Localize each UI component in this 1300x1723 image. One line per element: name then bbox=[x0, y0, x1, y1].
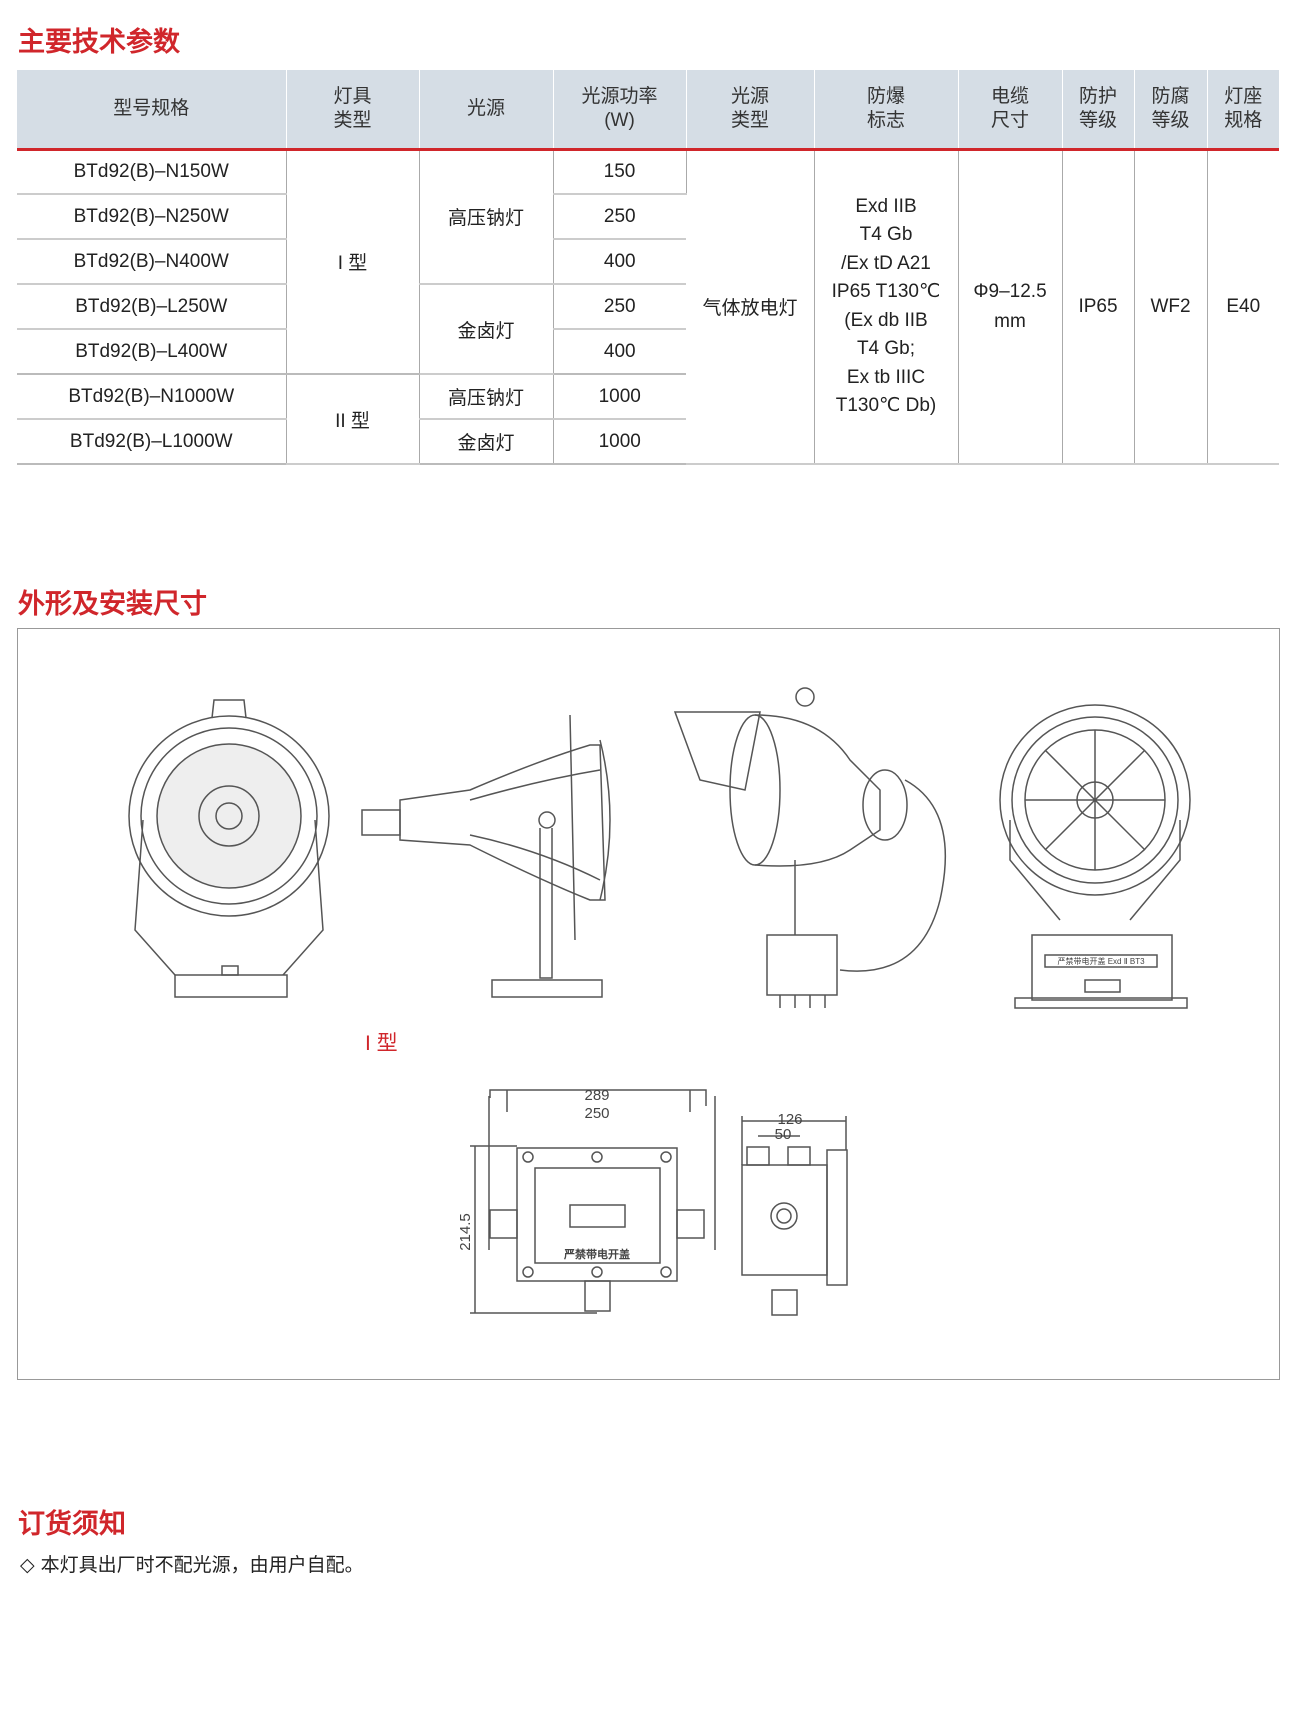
power: 400 bbox=[553, 239, 686, 285]
dims-title: 外形及安装尺寸 bbox=[18, 589, 207, 620]
model: BTd92(B)–L250W bbox=[17, 284, 287, 330]
model: BTd92(B)–L400W bbox=[17, 329, 287, 375]
anticorrosion: WF2 bbox=[1134, 149, 1208, 465]
model: BTd92(B)–N1000W bbox=[17, 374, 287, 420]
th-cable: 电缆 尺寸 bbox=[958, 70, 1063, 151]
dim-250: 250 bbox=[584, 1105, 609, 1122]
model: BTd92(B)–N250W bbox=[17, 194, 287, 240]
table-row: BTd92(B)–N150W I 型 高压钠灯 150 气体放电灯 Exd II… bbox=[17, 149, 1279, 465]
order-title: 订货须知 bbox=[18, 1509, 126, 1540]
table-row: BTd92(B)–N250W 250 bbox=[17, 194, 1279, 240]
ex-line: IP65 T130℃ bbox=[831, 281, 941, 303]
ex-line: T4 Gb; bbox=[856, 338, 916, 360]
fixture-type: I 型 bbox=[286, 149, 420, 375]
type-label: I 型 bbox=[365, 1032, 398, 1055]
ip-rating: IP65 bbox=[1062, 149, 1135, 465]
side-view-drawing bbox=[361, 714, 611, 998]
th-anticorrosion: 防腐 等级 bbox=[1134, 70, 1208, 151]
rear-view-drawing bbox=[999, 704, 1191, 1009]
warning-label: 严禁带电开盖 bbox=[563, 1247, 630, 1261]
th-power: 光源功率 (W) bbox=[553, 70, 687, 151]
order-note: ◇ 本灯具出厂时不配光源，由用户自配。 bbox=[20, 1554, 364, 1576]
th-type: 灯具 类型 bbox=[286, 70, 420, 151]
model: BTd92(B)–N150W bbox=[17, 149, 287, 195]
power: 1000 bbox=[553, 374, 686, 420]
front-view-drawing bbox=[128, 699, 330, 998]
th-model: 型号规格 bbox=[17, 70, 287, 151]
dimension-labels: 289 250 214.5 126 50 严禁带电开盖 严禁带电开盖 Exd Ⅱ… bbox=[457, 956, 1145, 1261]
power: 150 bbox=[553, 149, 687, 195]
light-source: 高压钠灯 bbox=[419, 374, 554, 420]
model: BTd92(B)–N400W bbox=[17, 239, 287, 285]
light-source: 金卤灯 bbox=[419, 419, 554, 465]
dim-289: 289 bbox=[584, 1087, 609, 1104]
table-row: BTd92(B)–L400W 400 bbox=[17, 329, 1279, 375]
junction-box-side-drawing bbox=[741, 1116, 848, 1316]
angled-view-drawing bbox=[673, 687, 946, 1008]
lamp-type: 气体放电灯 bbox=[686, 149, 815, 465]
ex-line: /Ex tD A21 bbox=[841, 252, 931, 274]
dim-214-5: 214.5 bbox=[457, 1213, 474, 1251]
th-source: 光源 bbox=[419, 70, 554, 151]
ex-line: Exd IIB bbox=[855, 195, 917, 217]
light-source: 金卤灯 bbox=[419, 284, 554, 375]
cable-line: mm bbox=[994, 310, 1026, 332]
cable-size: Φ9–12.5 mm bbox=[958, 149, 1063, 465]
ex-line: (Ex db IIB bbox=[844, 309, 928, 331]
drawing-frame bbox=[17, 628, 1280, 1380]
th-ip: 防护 等级 bbox=[1062, 70, 1135, 151]
dim-126: 126 bbox=[777, 1111, 802, 1128]
power: 250 bbox=[553, 194, 686, 240]
th-lamp-type: 光源 类型 bbox=[686, 70, 815, 151]
ex-line: T4 Gb bbox=[859, 224, 913, 246]
spec-table: 型号规格 灯具 类型 光源 光源功率 (W) 光源 类型 防爆 标志 电缆 尺寸… bbox=[17, 70, 1279, 465]
params-title: 主要技术参数 bbox=[18, 27, 180, 58]
table-row: BTd92(B)–N400W 400 bbox=[17, 239, 1279, 285]
ex-line: Ex tb IIIC bbox=[846, 366, 926, 388]
nameplate-label: 严禁带电开盖 Exd Ⅱ BT3 bbox=[1057, 956, 1145, 966]
cable-line: Φ9–12.5 bbox=[973, 280, 1047, 302]
light-source: 高压钠灯 bbox=[419, 149, 554, 285]
ex-line: T130℃ Db) bbox=[835, 395, 937, 417]
fixture-type: II 型 bbox=[286, 374, 420, 465]
th-socket: 灯座 规格 bbox=[1207, 70, 1279, 151]
th-ex-mark: 防爆 标志 bbox=[814, 70, 959, 151]
socket: E40 bbox=[1207, 149, 1279, 465]
power: 400 bbox=[553, 329, 686, 375]
junction-box-front-drawing bbox=[470, 1089, 716, 1314]
power: 250 bbox=[553, 284, 686, 330]
power: 1000 bbox=[553, 419, 686, 465]
table-header: 型号规格 灯具 类型 光源 光源功率 (W) 光源 类型 防爆 标志 电缆 尺寸… bbox=[17, 70, 1279, 151]
dim-50: 50 bbox=[775, 1126, 792, 1143]
model: BTd92(B)–L1000W bbox=[17, 419, 287, 465]
